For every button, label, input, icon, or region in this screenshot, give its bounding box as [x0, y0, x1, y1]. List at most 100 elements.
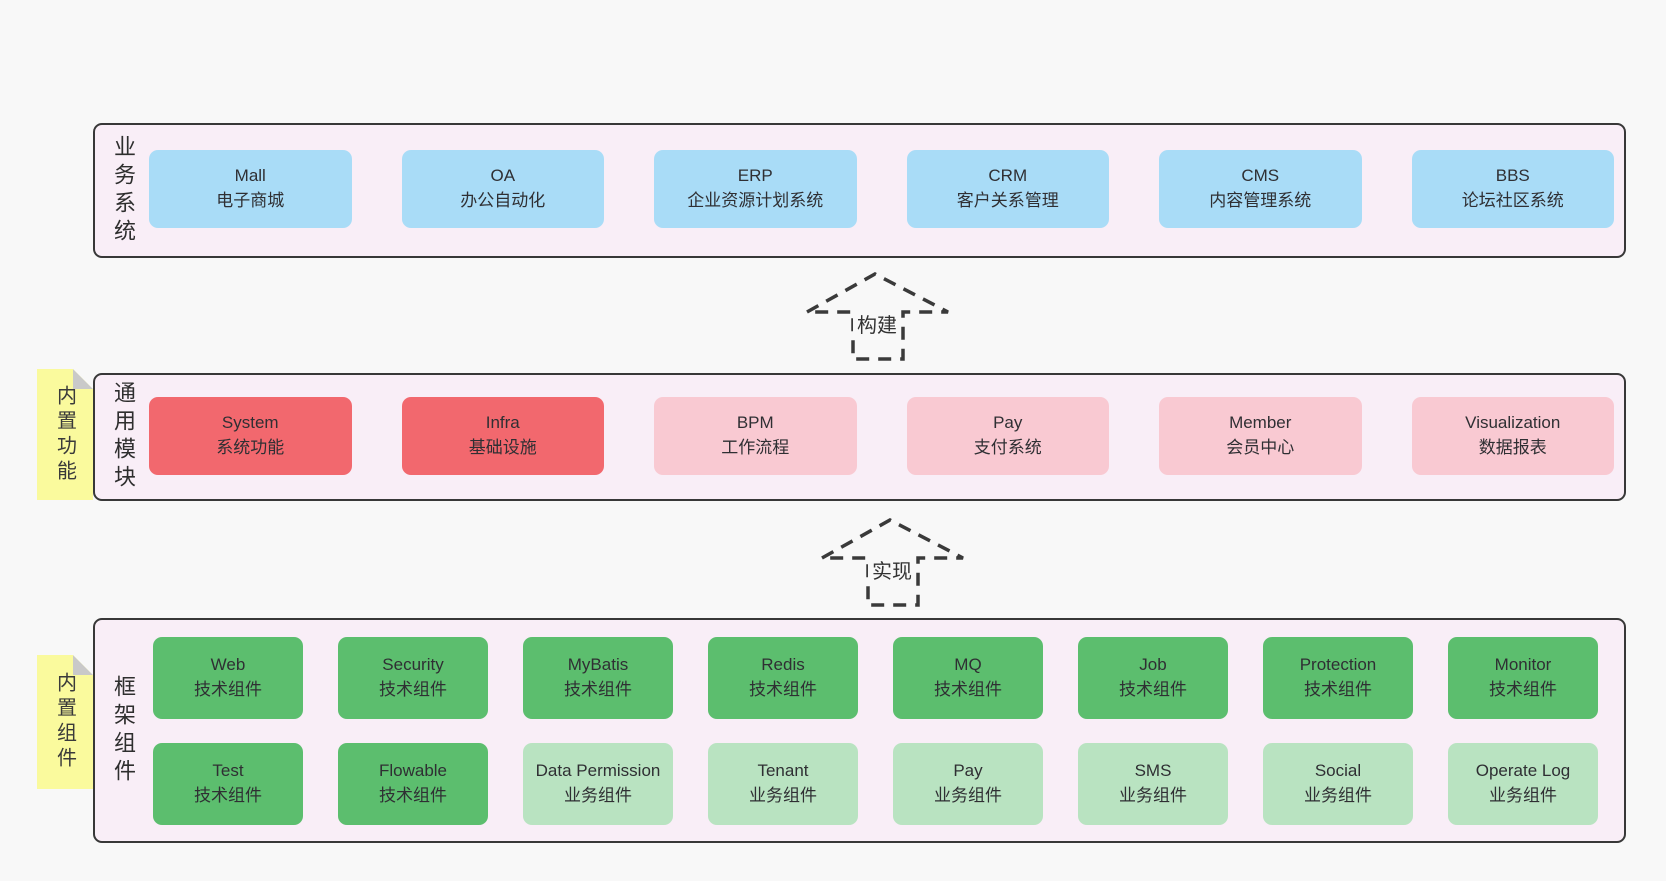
box-title: Social	[1314, 761, 1362, 781]
box-title: Job	[1139, 655, 1167, 675]
box-protection: Protection 技术组件	[1263, 637, 1413, 719]
box-subtitle: 技术组件	[194, 680, 262, 699]
box-subtitle: 工作流程	[721, 438, 790, 457]
arrow-label-build: 构建	[853, 313, 901, 339]
box-title: Security	[382, 655, 444, 675]
box-subtitle: 技术组件	[749, 680, 817, 699]
box-subtitle: 技术组件	[194, 786, 262, 805]
sticky-tag-built-in-components: 内置组件	[37, 655, 93, 789]
box-test: Test 技术组件	[153, 743, 303, 825]
box-subtitle: 企业资源计划系统	[687, 191, 824, 210]
box-subtitle: 办公自动化	[460, 191, 546, 210]
box-subtitle: 业务组件	[1489, 786, 1557, 805]
box-bpm: BPM 工作流程	[654, 397, 857, 475]
box-title: Test	[212, 761, 244, 781]
layer-label-common-modules: 通用模块	[111, 381, 136, 493]
box-crm: CRM 客户关系管理	[906, 150, 1109, 228]
box-operate-log: Operate Log 业务组件	[1448, 743, 1598, 825]
box-cms: CMS 内容管理系统	[1159, 150, 1362, 228]
box-title: Mall	[234, 166, 266, 186]
box-title: System	[221, 413, 279, 433]
layer-label-framework-components: 框架组件	[111, 674, 136, 787]
framework-components-row-2: Test 技术组件 Flowable 技术组件 Data Permission …	[153, 743, 1598, 825]
box-subtitle: 技术组件	[564, 680, 632, 699]
box-subtitle: 支付系统	[973, 438, 1042, 457]
sticky-tag-label: 内置组件	[53, 672, 76, 772]
box-subtitle: 数据报表	[1478, 438, 1547, 457]
box-security: Security 技术组件	[338, 637, 488, 719]
box-subtitle: 技术组件	[1489, 680, 1557, 699]
box-visualization: Visualization 数据报表	[1411, 397, 1614, 475]
box-system: System 系统功能	[149, 397, 352, 475]
box-subtitle: 技术组件	[934, 680, 1002, 699]
box-pay: Pay 支付系统	[906, 397, 1109, 475]
box-redis: Redis 技术组件	[708, 637, 858, 719]
layer-business-systems: 业务系统 Mall 电子商城 OA 办公自动化 ERP 企业资源计划系统 CRM…	[93, 123, 1626, 258]
box-title: Operate Log	[1475, 761, 1571, 781]
framework-components-row-1: Web 技术组件 Security 技术组件 MyBatis 技术组件 Redi…	[153, 637, 1598, 719]
box-title: Infra	[485, 413, 520, 433]
box-oa: OA 办公自动化	[401, 150, 604, 228]
layer-framework-components: 框架组件 Web 技术组件 Security 技术组件 MyBatis 技术组件…	[93, 618, 1626, 843]
box-subtitle: 会员中心	[1226, 438, 1295, 457]
box-subtitle: 电子商城	[216, 191, 285, 210]
box-title: CMS	[1241, 166, 1280, 186]
box-social: Social 业务组件	[1263, 743, 1413, 825]
box-bbs: BBS 论坛社区系统	[1411, 150, 1614, 228]
box-subtitle: 技术组件	[379, 680, 447, 699]
box-subtitle: 基础设施	[468, 438, 537, 457]
box-tenant: Tenant 业务组件	[708, 743, 858, 825]
box-mq: MQ 技术组件	[893, 637, 1043, 719]
box-subtitle: 业务组件	[1304, 786, 1372, 805]
box-title: MQ	[954, 655, 982, 675]
box-subtitle: 客户关系管理	[956, 191, 1059, 210]
box-sms: SMS 业务组件	[1078, 743, 1228, 825]
box-title: Pay	[993, 413, 1023, 433]
box-title: Redis	[761, 655, 805, 675]
box-title: Flowable	[378, 761, 448, 781]
box-monitor: Monitor 技术组件	[1448, 637, 1598, 719]
box-subtitle: 业务组件	[934, 786, 1002, 805]
box-mybatis: MyBatis 技术组件	[523, 637, 673, 719]
layer-common-modules: 通用模块 System 系统功能 Infra 基础设施 BPM 工作流程 Pay…	[93, 373, 1626, 501]
box-title: SMS	[1134, 761, 1172, 781]
box-title: Pay	[953, 761, 983, 781]
box-pay-biz: Pay 业务组件	[893, 743, 1043, 825]
box-title: Tenant	[757, 761, 809, 781]
box-title: BBS	[1495, 166, 1530, 186]
box-title: OA	[490, 166, 516, 186]
box-mall: Mall 电子商城	[149, 150, 352, 228]
sticky-tag-built-in-features: 内置功能	[37, 369, 93, 500]
box-subtitle: 业务组件	[564, 786, 632, 805]
box-web: Web 技术组件	[153, 637, 303, 719]
box-job: Job 技术组件	[1078, 637, 1228, 719]
arrow-label-implement: 实现	[868, 559, 916, 585]
box-subtitle: 技术组件	[1304, 680, 1372, 699]
box-title: BPM	[736, 413, 774, 433]
sticky-tag-label: 内置功能	[53, 384, 76, 485]
box-title: MyBatis	[567, 655, 629, 675]
box-subtitle: 技术组件	[379, 786, 447, 805]
box-title: Member	[1229, 413, 1292, 433]
box-title: Data Permission	[535, 761, 661, 781]
box-subtitle: 系统功能	[216, 438, 285, 457]
box-title: Monitor	[1494, 655, 1552, 675]
box-subtitle: 业务组件	[749, 786, 817, 805]
common-modules-row: System 系统功能 Infra 基础设施 BPM 工作流程 Pay 支付系统…	[149, 397, 1614, 475]
box-title: Web	[210, 655, 246, 675]
box-title: CRM	[988, 166, 1028, 186]
box-flowable: Flowable 技术组件	[338, 743, 488, 825]
layer-label-business-systems: 业务系统	[111, 134, 136, 247]
box-subtitle: 技术组件	[1119, 680, 1187, 699]
box-subtitle: 论坛社区系统	[1461, 191, 1564, 210]
box-title: Visualization	[1465, 413, 1561, 433]
box-subtitle: 内容管理系统	[1209, 191, 1312, 210]
box-subtitle: 业务组件	[1119, 786, 1187, 805]
box-erp: ERP 企业资源计划系统	[654, 150, 857, 228]
box-title: ERP	[737, 166, 773, 186]
business-systems-row: Mall 电子商城 OA 办公自动化 ERP 企业资源计划系统 CRM 客户关系…	[149, 150, 1614, 228]
box-infra: Infra 基础设施	[401, 397, 604, 475]
box-title: Protection	[1299, 655, 1377, 675]
box-data-permission: Data Permission 业务组件	[523, 743, 673, 825]
